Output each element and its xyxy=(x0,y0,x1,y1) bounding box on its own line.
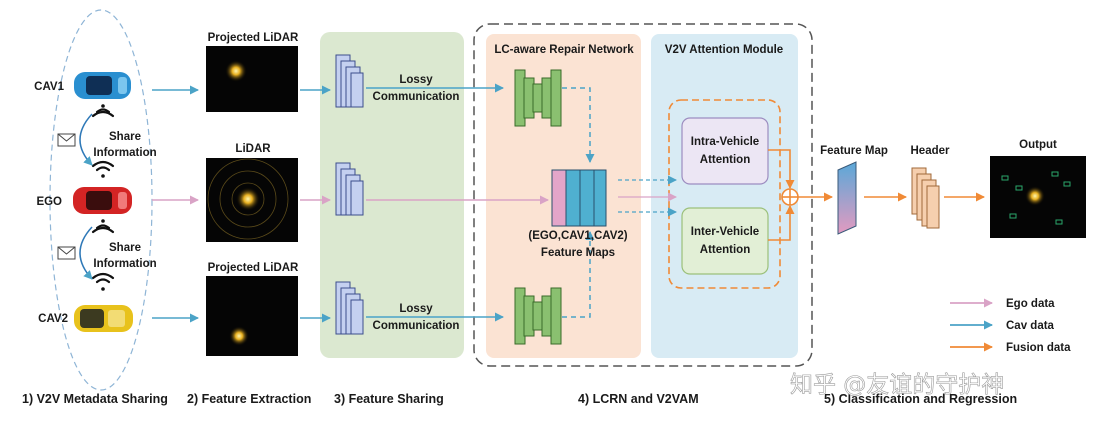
wifi-icon xyxy=(91,104,115,118)
step-caption: 5) Classification and Regression xyxy=(824,392,1017,406)
input-label: LiDAR xyxy=(235,143,271,155)
cav2-car-icon xyxy=(74,305,133,332)
share-arrow xyxy=(79,226,93,280)
share-info-label: Share xyxy=(109,131,141,143)
cav1-label: CAV1 xyxy=(34,81,64,93)
share-arrow xyxy=(79,113,93,166)
envelope-icon xyxy=(57,133,76,147)
lidar-point-glow xyxy=(1025,186,1045,206)
encoder-block xyxy=(335,281,364,335)
output-label: Output xyxy=(1019,139,1057,151)
share-info-label: Share xyxy=(109,242,141,254)
encoder-block xyxy=(335,162,364,216)
wifi-icon xyxy=(91,219,115,234)
projected-lidar-image xyxy=(206,276,298,356)
projected-lidar-image xyxy=(206,46,298,112)
lossy-comm-label: Lossy xyxy=(399,303,433,315)
input-label: Projected LiDAR xyxy=(208,262,299,274)
lidar-rings xyxy=(207,158,289,240)
feature-map-label: Feature Map xyxy=(820,145,888,157)
lidar-point-glow xyxy=(229,326,249,346)
envelope-icon xyxy=(57,246,76,260)
feature-sharing-panel xyxy=(320,32,464,358)
inter-vehicle-attention-box xyxy=(681,207,769,275)
legend-item: Fusion data xyxy=(1006,342,1071,354)
intra-attention-label: Intra-Vehicle xyxy=(691,136,759,148)
legend-item: Cav data xyxy=(1006,320,1055,332)
cav2-label: CAV2 xyxy=(38,313,68,325)
feature-maps-label: (EGO,CAV1,CAV2) xyxy=(528,230,627,242)
encoder-block xyxy=(335,54,364,108)
fusion-arrow xyxy=(768,205,795,241)
step-caption: 3) Feature Sharing xyxy=(334,392,444,406)
share-info-label: Information xyxy=(93,258,156,270)
lidar-point-glow xyxy=(225,60,247,82)
fusion-arrow xyxy=(768,149,795,189)
detection-boxes xyxy=(1001,171,1071,225)
inter-attention-label: Attention xyxy=(700,244,750,256)
wifi-icon xyxy=(91,160,115,178)
ego-car-icon xyxy=(73,187,132,214)
repair-network-title: LC-aware Repair Network xyxy=(494,44,634,56)
legend: Ego data Cav data Fusion data xyxy=(950,298,1071,354)
step-caption: 1) V2V Metadata Sharing xyxy=(22,392,168,406)
wifi-icon xyxy=(91,272,115,291)
repair-encoder-decoder xyxy=(514,287,562,345)
attention-module-title: V2V Attention Module xyxy=(665,44,783,56)
stacked-feature-maps xyxy=(551,169,607,227)
legend-item: Ego data xyxy=(1006,298,1055,310)
lidar-point-glow xyxy=(236,187,260,211)
lossy-comm-label: Communication xyxy=(373,320,460,332)
intra-attention-label: Attention xyxy=(700,154,750,166)
attention-module-panel xyxy=(651,34,798,358)
input-label: Projected LiDAR xyxy=(208,32,299,44)
cav1-car-icon xyxy=(74,72,131,99)
lossy-comm-label: Lossy xyxy=(399,74,433,86)
repaired-feature-arrow xyxy=(562,231,595,318)
lossy-comm-label: Communication xyxy=(373,91,460,103)
intra-vehicle-attention-box xyxy=(681,117,769,185)
share-info-label: Information xyxy=(93,147,156,159)
fusion-sum-icon xyxy=(781,188,799,206)
fused-feature-map xyxy=(837,161,857,235)
header-label: Header xyxy=(911,145,951,157)
header-block xyxy=(911,167,940,229)
watermark: 知乎 @友谊的守护神 xyxy=(790,372,1004,398)
repaired-feature-arrow xyxy=(562,87,595,163)
step-caption: 4) LCRN and V2VAM xyxy=(578,392,699,406)
feature-maps-label: Feature Maps xyxy=(541,247,615,259)
repair-encoder-decoder xyxy=(514,69,562,127)
ego-label: EGO xyxy=(36,196,62,208)
lcrn-v2vam-dashed-box xyxy=(473,23,813,367)
step-caption: 2) Feature Extraction xyxy=(187,392,311,406)
inter-attention-label: Inter-Vehicle xyxy=(691,226,759,238)
